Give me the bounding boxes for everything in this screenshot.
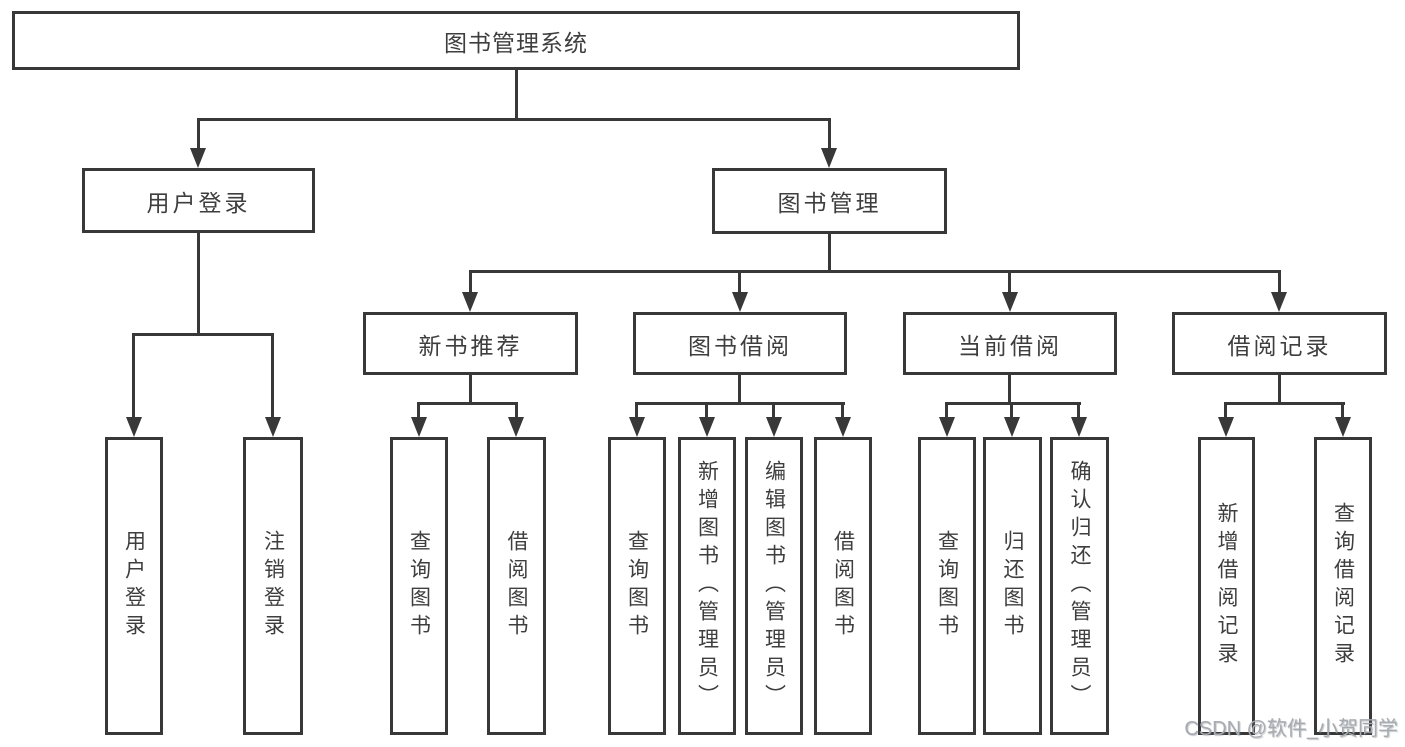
leaf-edit-books-admin: 编辑图书（管理员） <box>745 437 803 735</box>
leaf-query-books-3-label: 查询图书 <box>935 530 959 642</box>
arrowhead-new-books-icon <box>462 292 478 312</box>
node-book-mgmt-label: 图书管理 <box>777 190 882 216</box>
connector-g3-c3 <box>772 402 775 420</box>
connector-to-current <box>1008 270 1011 294</box>
node-current-borrowing: 当前借阅 <box>903 312 1117 375</box>
leaf-edit-books-admin-label: 编辑图书（管理员） <box>762 460 786 712</box>
connector-to-book-mgmt <box>828 118 831 150</box>
node-user-login: 用户登录 <box>82 168 315 233</box>
leaf-logout-label: 注销登录 <box>261 530 285 642</box>
connector-g4-c1 <box>945 402 948 420</box>
connector-g2-c1 <box>417 402 420 420</box>
connector-to-borrowing <box>738 270 741 294</box>
arrowhead-g3-c2-icon <box>699 417 715 437</box>
connector-g4-c2 <box>1010 402 1013 420</box>
connector-g4-c3 <box>1077 402 1080 420</box>
arrowhead-g2-c1-icon <box>411 417 427 437</box>
arrowhead-g5-c1-icon <box>1218 417 1234 437</box>
leaf-add-borrow-record: 新增借阅记录 <box>1198 437 1255 735</box>
arrowhead-book-mgmt-icon <box>821 148 837 168</box>
arrowhead-g4-c2-icon <box>1004 417 1020 437</box>
arrowhead-logout-icon <box>265 417 281 437</box>
node-book-borrowing-label: 图书借阅 <box>688 332 792 359</box>
node-book-mgmt: 图书管理 <box>712 168 947 234</box>
arrowhead-g4-c3-icon <box>1071 417 1087 437</box>
leaf-add-books-admin: 新增图书（管理员） <box>678 437 736 735</box>
leaf-logout: 注销登录 <box>243 437 303 735</box>
leaf-query-books-1-label: 查询图书 <box>407 530 431 642</box>
arrowhead-records-icon <box>1271 292 1287 312</box>
arrowhead-borrowing-icon <box>732 292 748 312</box>
connector-to-records <box>1278 270 1281 294</box>
connector-root-stem <box>515 70 518 120</box>
leaf-borrow-books-1: 借阅图书 <box>487 437 546 735</box>
leaf-confirm-return-admin: 确认归还（管理员） <box>1050 437 1109 735</box>
connector-borrowing-stem <box>738 375 741 404</box>
leaf-query-books-2: 查询图书 <box>608 437 666 735</box>
connector-to-user-login <box>197 118 200 150</box>
arrowhead-current-icon <box>1002 292 1018 312</box>
node-root-label: 图书管理系统 <box>444 29 588 56</box>
leaf-add-books-admin-label: 新增图书（管理员） <box>695 460 719 712</box>
node-user-login-label: 用户登录 <box>146 189 251 216</box>
node-borrow-records: 借阅记录 <box>1172 312 1387 375</box>
leaf-query-borrow-record-label: 查询借阅记录 <box>1331 502 1355 670</box>
arrowhead-g2-c2-icon <box>508 417 524 437</box>
node-new-book-recommend-label: 新书推荐 <box>418 332 523 359</box>
node-root: 图书管理系统 <box>12 11 1020 70</box>
arrowhead-g4-c1-icon <box>939 417 955 437</box>
connector-to-logout <box>271 333 274 419</box>
arrowhead-g3-c4-icon <box>835 417 851 437</box>
connector-borrowing-branch <box>635 402 845 405</box>
connector-records-stem <box>1278 375 1281 404</box>
leaf-query-books-1: 查询图书 <box>390 437 448 735</box>
arrowhead-g3-c1-icon <box>629 417 645 437</box>
leaf-user-login: 用户登录 <box>105 437 163 735</box>
connector-current-branch <box>945 402 1081 405</box>
connector-records-branch <box>1224 402 1345 405</box>
arrowhead-g5-c2-icon <box>1335 417 1351 437</box>
connector-g3-c4 <box>841 402 844 420</box>
leaf-borrow-books-2-label: 借阅图书 <box>831 530 855 642</box>
connector-new-books-branch <box>417 402 518 405</box>
connector-user-login-branch <box>132 333 274 336</box>
connector-root-branch <box>197 118 831 121</box>
connector-to-new-books <box>469 270 472 294</box>
leaf-query-books-3: 查询图书 <box>918 437 976 735</box>
node-new-book-recommend: 新书推荐 <box>363 312 578 375</box>
connector-g3-c2 <box>705 402 708 420</box>
connector-current-stem <box>1008 375 1011 404</box>
connector-book-mgmt-branch <box>469 270 1280 273</box>
leaf-user-login-label: 用户登录 <box>122 530 146 642</box>
connector-book-mgmt-stem <box>828 234 831 272</box>
leaf-borrow-books-1-label: 借阅图书 <box>505 530 528 642</box>
leaf-confirm-return-admin-label: 确认归还（管理员） <box>1068 460 1091 712</box>
node-borrow-records-label: 借阅记录 <box>1227 332 1332 359</box>
leaf-query-books-2-label: 查询图书 <box>625 530 649 642</box>
connector-user-login-stem <box>197 233 200 336</box>
connector-new-books-stem <box>469 375 472 404</box>
leaf-return-books: 归还图书 <box>983 437 1042 735</box>
arrowhead-login-icon <box>126 417 142 437</box>
node-current-borrowing-label: 当前借阅 <box>958 332 1062 359</box>
arrowhead-user-login-icon <box>190 148 206 168</box>
leaf-borrow-books-2: 借阅图书 <box>814 437 872 735</box>
connector-g5-c1 <box>1224 402 1227 420</box>
leaf-add-borrow-record-label: 新增借阅记录 <box>1215 502 1238 670</box>
watermark: CSDN @软件_小贺同学 <box>1184 718 1398 740</box>
connector-to-login <box>132 333 135 419</box>
leaf-query-borrow-record: 查询借阅记录 <box>1314 437 1372 735</box>
connector-g5-c2 <box>1341 402 1344 420</box>
leaf-return-books-label: 归还图书 <box>1001 530 1024 642</box>
arrowhead-g3-c3-icon <box>766 417 782 437</box>
connector-g2-c2 <box>515 402 518 420</box>
connector-g3-c1 <box>635 402 638 420</box>
node-book-borrowing: 图书借阅 <box>633 312 847 375</box>
